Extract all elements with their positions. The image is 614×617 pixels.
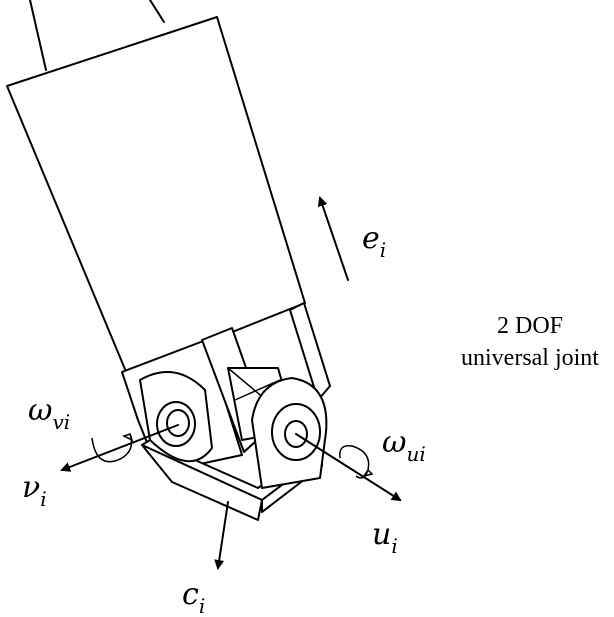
right-clevis <box>251 377 328 489</box>
v-axis-arrow <box>60 424 179 472</box>
label-e: ei <box>362 221 386 262</box>
u-axis-arrow <box>295 433 402 502</box>
label-c: ci <box>182 577 205 617</box>
actuator-cylinder <box>6 16 306 375</box>
caption-line-1: 2 DOF <box>497 313 563 339</box>
upper-rod <box>29 0 165 71</box>
label-omega-u: ωui <box>382 425 426 466</box>
label-nu: νi <box>22 470 47 511</box>
caption-line-2: universal joint <box>461 345 599 371</box>
e-axis-arrow <box>317 196 349 281</box>
label-u: ui <box>372 517 398 558</box>
left-clevis <box>139 371 213 463</box>
c-axis-arrow <box>214 501 229 570</box>
label-omega-v: ωvi <box>28 393 70 434</box>
